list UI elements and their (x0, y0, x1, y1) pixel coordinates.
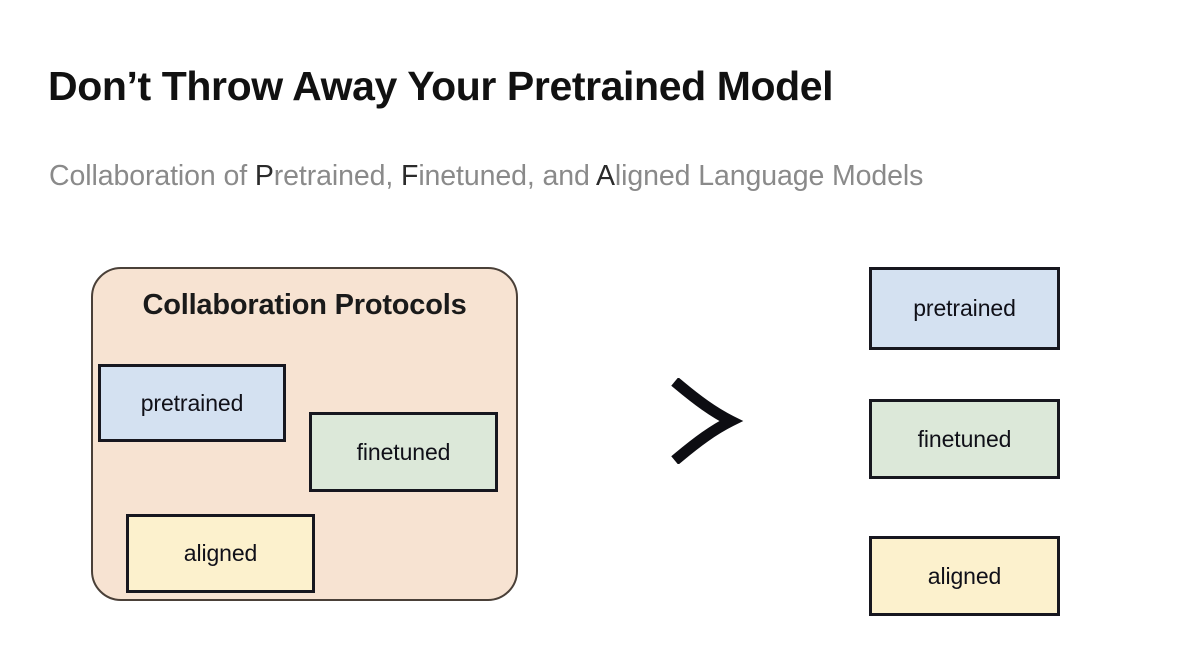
greater-than-icon (665, 377, 745, 465)
collaboration-protocols-heading: Collaboration Protocols (142, 289, 467, 321)
left-box-pretrained: pretrained (98, 364, 286, 442)
subtitle-segment-2: retrained, (273, 160, 401, 192)
subtitle-emphasis-aligned: A (596, 160, 615, 192)
subtitle-segment-3: inetuned, and (418, 160, 596, 192)
page-title: Don’t Throw Away Your Pretrained Model (48, 63, 834, 109)
subtitle-emphasis-finetuned: F (401, 160, 419, 192)
subtitle-segment-4: ligned Language Models (614, 160, 924, 192)
right-box-finetuned: finetuned (869, 399, 1060, 479)
subtitle-emphasis-pretrained: P (254, 160, 274, 192)
page-subtitle: Collaboration of Pretrained, Finetuned, … (49, 160, 923, 193)
right-box-pretrained: pretrained (869, 267, 1060, 350)
right-box-aligned: aligned (869, 536, 1060, 616)
left-box-finetuned: finetuned (309, 412, 498, 492)
left-box-aligned: aligned (126, 514, 315, 593)
subtitle-segment-1: Collaboration of (49, 160, 255, 192)
